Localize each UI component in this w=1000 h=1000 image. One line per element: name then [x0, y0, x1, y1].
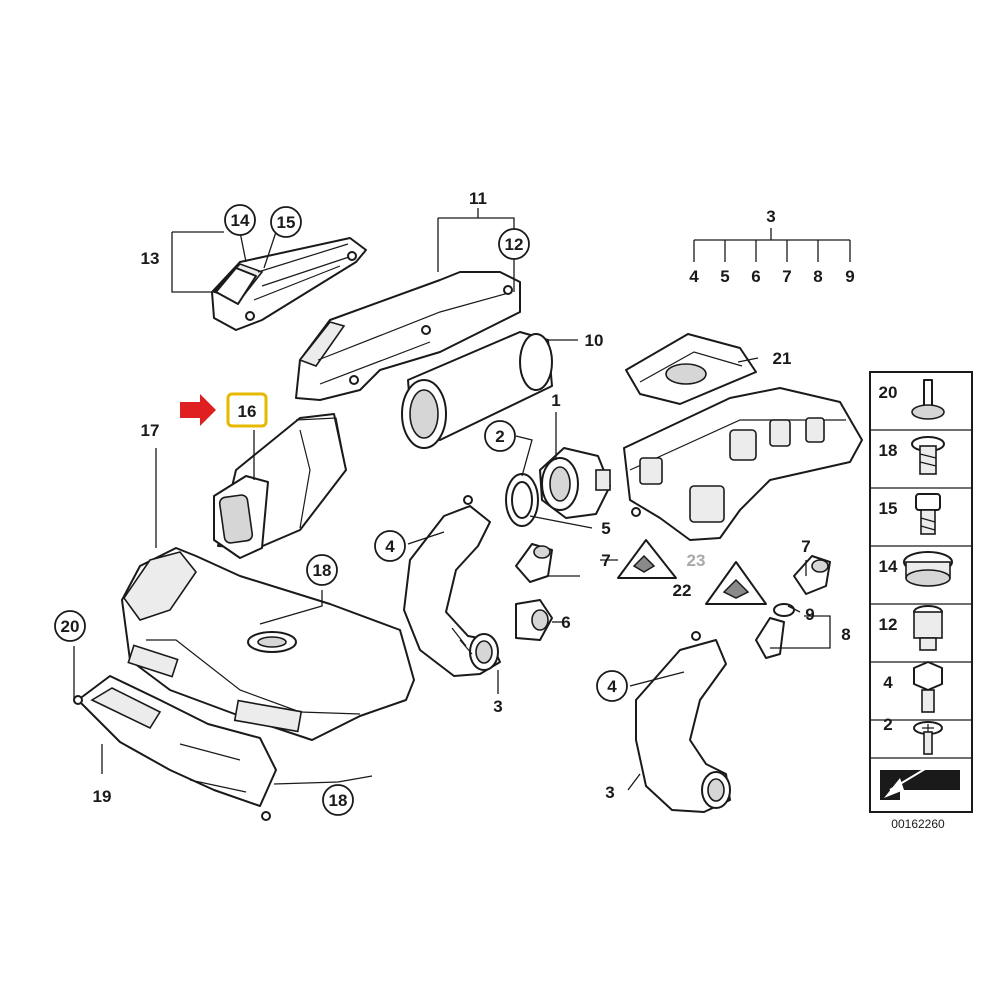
- part-7-sleeve-left: [515, 543, 553, 583]
- leader-lines: [73, 208, 851, 791]
- highlight-box: [226, 392, 268, 428]
- callout-3-top: 3: [766, 207, 775, 226]
- svg-text:14: 14: [231, 211, 250, 230]
- hex-bolt-icon: [913, 661, 943, 713]
- direction-arrow-icon: [880, 765, 960, 800]
- part-17-lower-housing: [121, 547, 415, 741]
- callout-4-right: 4: [596, 670, 628, 702]
- callout-13: 13: [141, 249, 160, 268]
- legend-label-12: 12: [879, 615, 898, 634]
- legend-label-14: 14: [879, 557, 898, 576]
- callout-21: 21: [773, 349, 792, 368]
- torx-symbol-icon: [617, 539, 677, 579]
- callout-14: 14: [224, 204, 256, 236]
- clip-icon: [911, 379, 945, 420]
- svg-text:4: 4: [607, 677, 617, 696]
- intake-manifold: [623, 387, 863, 541]
- fastener-legend: 20 18 15 14 12 4 2: [869, 371, 973, 813]
- part-3-hose-bottom: [635, 631, 731, 813]
- svg-text:18: 18: [329, 791, 348, 810]
- callout-5-top: 5: [720, 267, 729, 286]
- callout-19: 19: [93, 787, 112, 806]
- svg-text:2: 2: [495, 427, 504, 446]
- callout-9-right: 9: [805, 605, 814, 624]
- callout-18-bottom: 18: [322, 784, 354, 816]
- callout-4-left: 4: [374, 530, 406, 562]
- part-11-housing-top: [295, 271, 521, 401]
- callout-7-left: 7: [601, 551, 610, 570]
- part-1-throttle-body: [539, 447, 611, 519]
- part-6-sleeve: [515, 599, 553, 641]
- legend-label-15: 15: [879, 499, 898, 518]
- legend-label-2: 2: [883, 715, 892, 734]
- svg-text:20: 20: [61, 617, 80, 636]
- part-5-gasket: [505, 473, 539, 527]
- callout-8-right: 8: [841, 625, 850, 644]
- part-16-intake-duct: [213, 413, 347, 559]
- callout-16: 16: [238, 402, 257, 421]
- legend-label-20: 20: [879, 383, 898, 402]
- callout-10: 10: [585, 331, 604, 350]
- callout-1: 1: [551, 391, 560, 410]
- torx-symbol-icon: [705, 561, 767, 605]
- callout-6-top: 6: [751, 267, 760, 286]
- callout-18-top: 18: [306, 554, 338, 586]
- part-13-snorkel: [211, 237, 367, 331]
- diagram-id: 00162260: [891, 817, 945, 831]
- callout-11: 11: [469, 189, 487, 208]
- svg-text:4: 4: [385, 537, 395, 556]
- callout-2: 2: [484, 420, 516, 452]
- callout-3-bottom: 3: [605, 783, 614, 802]
- part-21-flap: [625, 333, 757, 405]
- callout-9-top: 9: [845, 267, 854, 286]
- callout-23: 23: [687, 551, 706, 570]
- callout-8-top: 8: [813, 267, 822, 286]
- callout-12: 12: [498, 228, 530, 260]
- callout-7-right: 7: [801, 537, 810, 556]
- part-19-lower-duct: [73, 675, 277, 821]
- bolt-icon: [915, 493, 941, 535]
- callout-4-top: 4: [689, 267, 699, 286]
- svg-text:18: 18: [313, 561, 332, 580]
- grommet-icon: [903, 551, 953, 587]
- callout-20: 20: [54, 610, 86, 642]
- svg-text:12: 12: [505, 235, 524, 254]
- part-7-sleeve-right: [793, 555, 831, 595]
- callout-7-top: 7: [782, 267, 791, 286]
- callout-5-mid: 5: [601, 519, 610, 538]
- callout-22: 22: [673, 581, 692, 600]
- part-10-filter-element: [401, 331, 553, 449]
- torx-screw-icon: [913, 721, 943, 755]
- screw-icon: [911, 436, 945, 475]
- svg-text:15: 15: [277, 213, 296, 232]
- highlight-arrow-icon: [180, 394, 216, 426]
- part-8-valve: [755, 603, 795, 659]
- legend-label-4: 4: [883, 673, 893, 692]
- callout-3-mid: 3: [493, 697, 502, 716]
- callout-15: 15: [270, 206, 302, 238]
- callout-17: 17: [141, 421, 160, 440]
- callout-6-mid: 6: [561, 613, 570, 632]
- nut-icon: [913, 605, 943, 651]
- legend-label-18: 18: [879, 441, 898, 460]
- part-3-hose-middle: [403, 495, 501, 677]
